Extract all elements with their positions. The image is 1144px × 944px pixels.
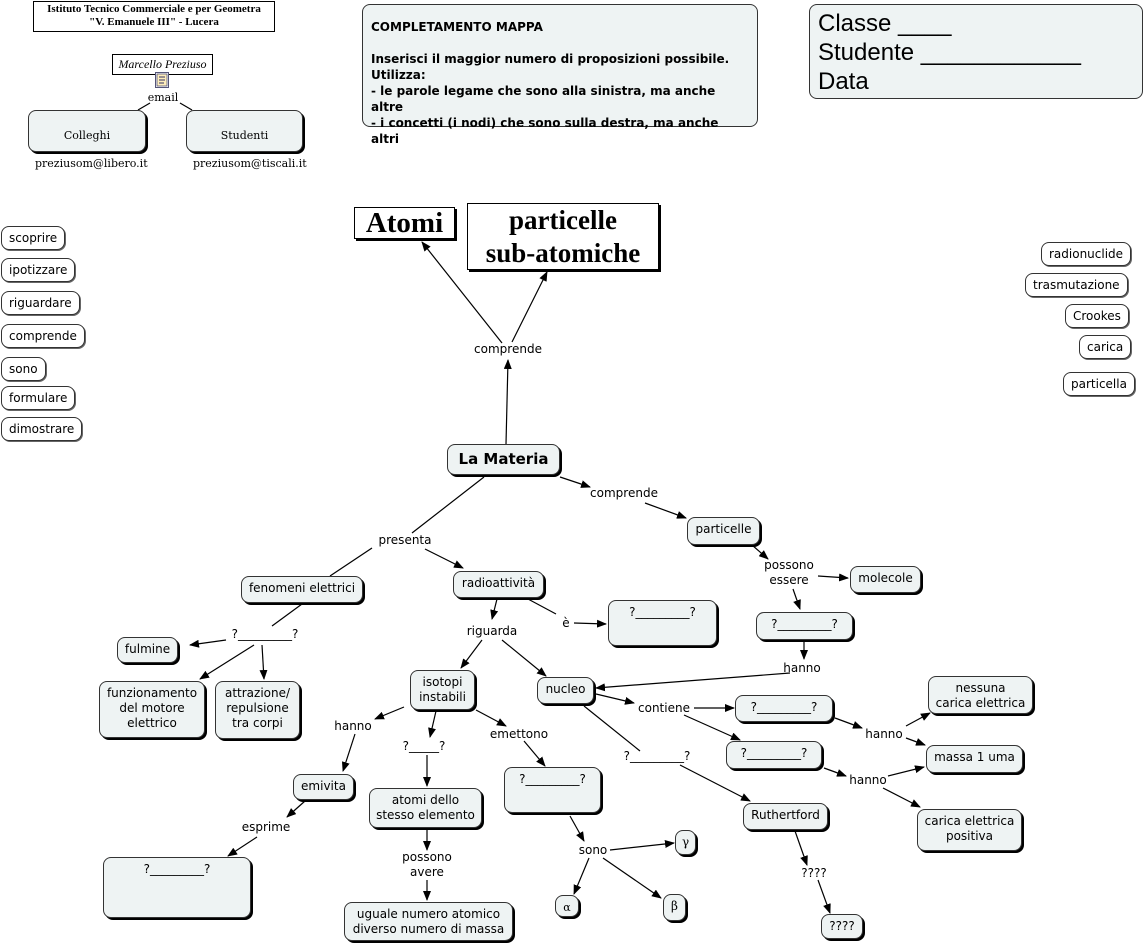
concept-particelle-subatomiche[interactable]: particelle sub-atomiche	[467, 203, 659, 270]
school-name-box: Istituto Tecnico Commerciale e per Geome…	[33, 1, 275, 32]
student-info-panel: Classe ____ Studente ____________ Data	[809, 4, 1143, 99]
concept-qqqq[interactable]: ????	[821, 914, 863, 939]
concept-nucleo[interactable]: nucleo	[537, 677, 594, 704]
link-possono-avere: possono avere	[402, 850, 452, 879]
studente-field: Studente ____________	[818, 39, 1081, 66]
link-sono: sono	[578, 843, 608, 857]
studenti-email-node[interactable]: Studenti preziusom@tiscali.it	[186, 110, 307, 170]
instructions-title: COMPLETAMENTO MAPPA	[371, 20, 543, 34]
concept-fulmine[interactable]: fulmine	[117, 637, 178, 663]
link-hanno-isotopi: hanno	[334, 719, 372, 733]
link-word-ipotizzare[interactable]: ipotizzare	[1, 258, 76, 282]
link-possono-essere: possono essere	[764, 558, 814, 587]
instructions-line4: - i concetti (i nodi) che sono sulla des…	[371, 116, 719, 146]
concept-fenomeni-elettrici[interactable]: fenomeni elettrici	[241, 576, 363, 603]
link-esprime: esprime	[241, 820, 291, 834]
studenti-email: preziusom@tiscali.it	[193, 157, 307, 170]
link-blank-isotopi: ?_____?	[402, 739, 446, 753]
concept-blank-contiene-2[interactable]: ?_________?	[726, 741, 822, 769]
link-qqqq: ????	[801, 866, 827, 880]
instructions-line2: Utilizza:	[371, 68, 426, 82]
author-name: Marcello Preziuso	[118, 57, 207, 71]
link-e: è	[562, 616, 570, 630]
concept-rutherford[interactable]: Ruthertford	[743, 803, 828, 830]
concept-radioattivita[interactable]: radioattività	[453, 571, 544, 598]
instructions-line1: Inserisci il maggior numero di proposizi…	[371, 52, 730, 66]
link-word-dimostrare[interactable]: dimostrare	[1, 417, 83, 441]
concept-word-carica[interactable]: carica	[1079, 335, 1132, 359]
studenti-title: Studenti	[220, 129, 269, 142]
colleghi-email: preziusom@libero.it	[35, 157, 148, 170]
classe-field: Classe ____	[818, 10, 952, 37]
concept-la-materia[interactable]: La Materia	[447, 444, 560, 475]
instructions-panel: COMPLETAMENTO MAPPA Inserisci il maggior…	[362, 4, 758, 146]
concept-blank-possono[interactable]: ?_________?	[756, 612, 853, 640]
link-comprende-top: comprende	[474, 342, 542, 356]
concept-blank-contiene-1[interactable]: ?_________?	[735, 695, 833, 722]
email-label: email	[147, 91, 179, 104]
concept-word-particella[interactable]: particella	[1063, 372, 1135, 396]
concept-word-trasmutazione[interactable]: trasmutazione	[1025, 273, 1128, 297]
link-blank-fenomeni: ?_________?	[231, 627, 299, 641]
link-blank-nucleo: ?_________?	[623, 749, 691, 763]
concept-nessuna-carica[interactable]: nessuna carica elettrica	[928, 676, 1033, 714]
link-contiene: contiene	[638, 701, 690, 715]
link-word-sono[interactable]: sono	[1, 357, 46, 381]
concept-particelle[interactable]: particelle	[687, 517, 760, 545]
concept-carica-positiva[interactable]: carica elettrica positiva	[917, 809, 1022, 851]
concept-word-radionuclide[interactable]: radionuclide	[1041, 242, 1132, 266]
concept-word-crookes[interactable]: Crookes	[1065, 304, 1129, 328]
concept-atomi-stesso-elemento[interactable]: atomi dello stesso elemento	[369, 788, 482, 828]
link-hanno-right2: hanno	[849, 773, 887, 787]
document-icon[interactable]	[155, 72, 169, 88]
link-emettono: emettono	[489, 727, 549, 741]
concept-massa-1-uma[interactable]: massa 1 uma	[926, 745, 1023, 773]
concept-attrazione-repulsione[interactable]: attrazione/ repulsione tra corpi	[215, 681, 300, 739]
concept-molecole[interactable]: molecole	[850, 566, 921, 593]
concept-beta[interactable]: β	[663, 894, 686, 921]
concept-alpha[interactable]: α	[555, 895, 579, 917]
colleghi-email-node[interactable]: Colleghi preziusom@libero.it	[28, 110, 148, 170]
school-name-line2: "V. Emanuele III" - Lucera	[89, 16, 219, 28]
instructions-line3: - le parole legame che sono alla sinistr…	[371, 84, 716, 114]
link-hanno-mid: hanno	[783, 661, 821, 675]
link-comprende-right: comprende	[590, 486, 658, 500]
link-word-riguardare[interactable]: riguardare	[1, 291, 80, 315]
concept-blank-e[interactable]: ?_________?	[608, 600, 717, 646]
concept-motore-elettrico[interactable]: funzionamento del motore elettrico	[99, 681, 205, 738]
concept-emivita[interactable]: emivita	[293, 774, 354, 800]
concept-isotopi-instabili[interactable]: isotopi instabili	[410, 670, 475, 710]
school-name-line1: Istituto Tecnico Commerciale e per Geome…	[47, 3, 261, 15]
link-presenta: presenta	[378, 533, 432, 547]
concept-blank-esprime[interactable]: ?_________?	[103, 857, 251, 918]
concept-gamma[interactable]: γ	[675, 830, 696, 855]
concept-uguale-numero-atomico[interactable]: uguale numero atomico diverso numero di …	[344, 902, 513, 941]
concept-blank-emettono[interactable]: ?_________?	[504, 767, 601, 813]
data-field: Data	[818, 68, 869, 95]
link-word-comprende[interactable]: comprende	[1, 324, 85, 348]
colleghi-title: Colleghi	[63, 129, 111, 142]
concept-atomi[interactable]: Atomi	[354, 207, 455, 239]
link-hanno-right1: hanno	[865, 727, 903, 741]
link-word-formulare[interactable]: formulare	[1, 386, 76, 410]
link-word-scoprire[interactable]: scoprire	[1, 226, 66, 250]
link-riguarda: riguarda	[466, 624, 518, 638]
